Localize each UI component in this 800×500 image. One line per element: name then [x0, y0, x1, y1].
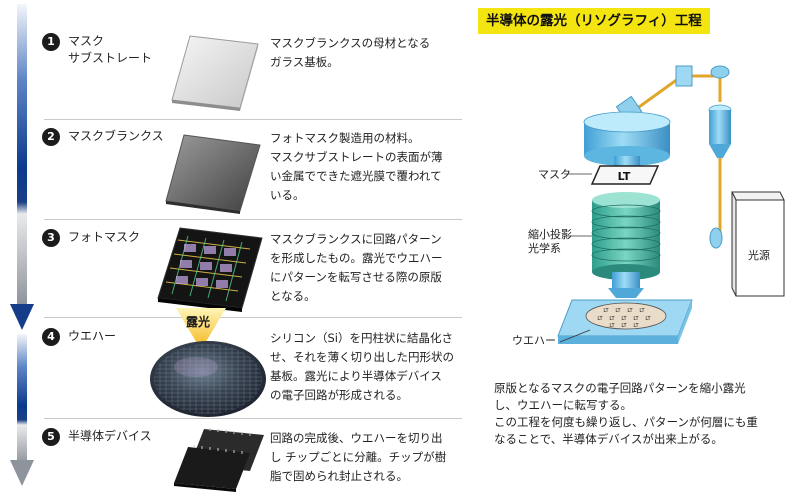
step-description: 回路の完成後、ウエハーを切り出 し チップごとに分離。チップが樹 脂で固められ封… — [270, 429, 465, 486]
step-title-line2: サブストレート — [68, 51, 153, 65]
step-title-line1: マスク — [68, 34, 105, 48]
step-title: 半導体デバイス — [68, 428, 152, 445]
step-1: 1 マスク サブストレート マスクブランクスの母材となる ガラス基板。 — [40, 30, 460, 118]
lens-icon — [709, 227, 723, 249]
mirror-icon — [675, 65, 693, 87]
wafer-pattern-glyph: LT — [597, 316, 603, 322]
wafer-pattern-glyph: LT — [633, 323, 639, 329]
desc-line: マスクブランクスの母材となる — [270, 36, 431, 50]
wafer-pattern-glyph: LT — [621, 323, 627, 329]
lithography-title: 半導体の露光（リソグラフィ）工程 — [478, 8, 710, 34]
reduction-optics-label-line2: 光学系 — [528, 242, 561, 255]
step-divider — [44, 418, 462, 419]
desc-line: 回路の完成後、ウエハーを切り出 — [270, 431, 443, 445]
wafer-pattern-glyph: LT — [633, 316, 639, 322]
step-description: シリコン（Si）を円柱状に結晶化さ せ、それを薄く切り出した円形状の 基板。露光… — [270, 329, 465, 405]
desc-line: を形成したもの。露光でウエハー — [270, 251, 443, 265]
step-title-line1: マスクブランクス — [68, 129, 164, 143]
mask-label: マスク — [538, 168, 571, 181]
exposure-arrow — [176, 308, 226, 350]
step-3: 3 フォトマスク マスクブランクスに回路パターン を形成したもの。露光でウエハー… — [40, 226, 460, 316]
step-2: 2 マスクブランクス フォトマスク製造用の材料。 マスクサブストレートの表面が薄… — [40, 125, 460, 217]
mask-pattern-glyph: LT — [618, 170, 631, 183]
step-divider — [44, 219, 462, 220]
desc-line: シリコン（Si）を円柱状に結晶化さ — [270, 331, 453, 345]
step-number: 4 — [42, 328, 60, 346]
wafer-pattern-glyph: LT — [609, 323, 615, 329]
wafer-pattern-glyph: LT — [609, 316, 615, 322]
desc-line: となる。 — [270, 289, 316, 303]
wafer-pattern-glyph: LT — [627, 308, 633, 314]
step-number: 2 — [42, 128, 60, 146]
reduction-optics-label: 縮小投影 光学系 — [528, 228, 572, 256]
wafer-label: ウエハー — [512, 334, 556, 347]
step-title: マスク サブストレート — [68, 33, 152, 67]
mask-blanks-image — [165, 134, 261, 214]
desc-line: マスクブランクスに回路パターン — [270, 232, 442, 246]
step-title-line1: 半導体デバイス — [68, 429, 152, 443]
step-5: 5 半導体デバイス 回路の完成後、ウエハーを切り出 し チップごとに分離。チップ… — [40, 425, 460, 497]
lithography-diagram: LT LT LT LT LT LT LT LT LT LT LT LT LT — [557, 65, 785, 344]
semiconductor-device-image — [174, 428, 264, 492]
step-title: ウエハー — [68, 328, 116, 345]
reduction-optics-label-line1: 縮小投影 — [528, 228, 572, 241]
mask-plate — [590, 165, 660, 185]
step-description: フォトマスク製造用の材料。 マスクサブストレートの表面が薄 い金属でできた遮光膜… — [270, 129, 465, 205]
photomask-image — [157, 227, 263, 312]
desc-line: フォトマスク製造用の材料。 — [270, 131, 420, 145]
wafer-pattern-glyph: LT — [639, 308, 645, 314]
lithography-description: 原版となるマスクの電子回路パターンを縮小露光 し、ウエハーに転写する。 この工程… — [494, 380, 794, 448]
description-line: 原版となるマスクの電子回路パターンを縮小露光 — [494, 381, 746, 395]
mirror-icon — [710, 65, 730, 79]
wafer-disc — [585, 302, 667, 330]
wafer-image — [150, 341, 266, 417]
desc-line: にパターンを転写させる際の原版 — [270, 270, 442, 284]
step-number: 3 — [42, 229, 60, 247]
process-flow-arrow — [10, 4, 34, 486]
step-number: 5 — [42, 428, 60, 446]
description-line: し、ウエハーに転写する。 — [494, 398, 632, 412]
wafer-pattern-glyph: LT — [621, 316, 627, 322]
step-title-line1: フォトマスク — [68, 230, 141, 244]
description-line: なることで、半導体デバイスが出来上がる。 — [494, 432, 723, 446]
desc-line: ガラス基板。 — [270, 55, 339, 69]
desc-line: 脂で固められ封止される。 — [270, 469, 408, 483]
step-divider — [44, 317, 462, 318]
step-number: 1 — [42, 33, 60, 51]
desc-line: 基板。露光により半導体デバイス — [270, 369, 442, 383]
step-divider — [44, 119, 462, 120]
step-4: 4 ウエハー シリコン（Si）を円柱状に結晶化さ せ、それを薄く切り出した円形状… — [40, 325, 460, 417]
step-description: マスクブランクスに回路パターン を形成したもの。露光でウエハー にパターンを転写… — [270, 230, 465, 306]
light-source-box — [731, 191, 785, 297]
wafer-pattern-glyph: LT — [615, 308, 621, 314]
step-description: マスクブランクスの母材となる ガラス基板。 — [270, 34, 465, 72]
desc-line: マスクサブストレートの表面が薄 — [270, 150, 443, 164]
reduction-optics — [591, 192, 661, 298]
light-source-label: 光源 — [748, 249, 770, 262]
desc-line: し チップごとに分離。チップが樹 — [270, 450, 447, 464]
desc-line: い金属でできた遮光膜で覆われて — [270, 169, 442, 183]
description-line: この工程を何度も繰り返し、パターンが何層にも重 — [494, 415, 758, 429]
desc-line: いる。 — [270, 188, 305, 202]
step-title: マスクブランクス — [68, 128, 164, 145]
wafer-pattern-glyph: LT — [645, 316, 651, 322]
mask-substrate-image — [171, 35, 259, 111]
desc-line: せ、それを薄く切り出した円形状の — [270, 350, 454, 364]
light-beam — [631, 74, 722, 238]
wafer-pattern-glyph: LT — [603, 308, 609, 314]
step-title-line1: ウエハー — [68, 329, 117, 343]
desc-line: の電子回路が形成される。 — [270, 388, 408, 402]
step-title: フォトマスク — [68, 229, 140, 246]
exposure-label: 露光 — [186, 315, 211, 329]
